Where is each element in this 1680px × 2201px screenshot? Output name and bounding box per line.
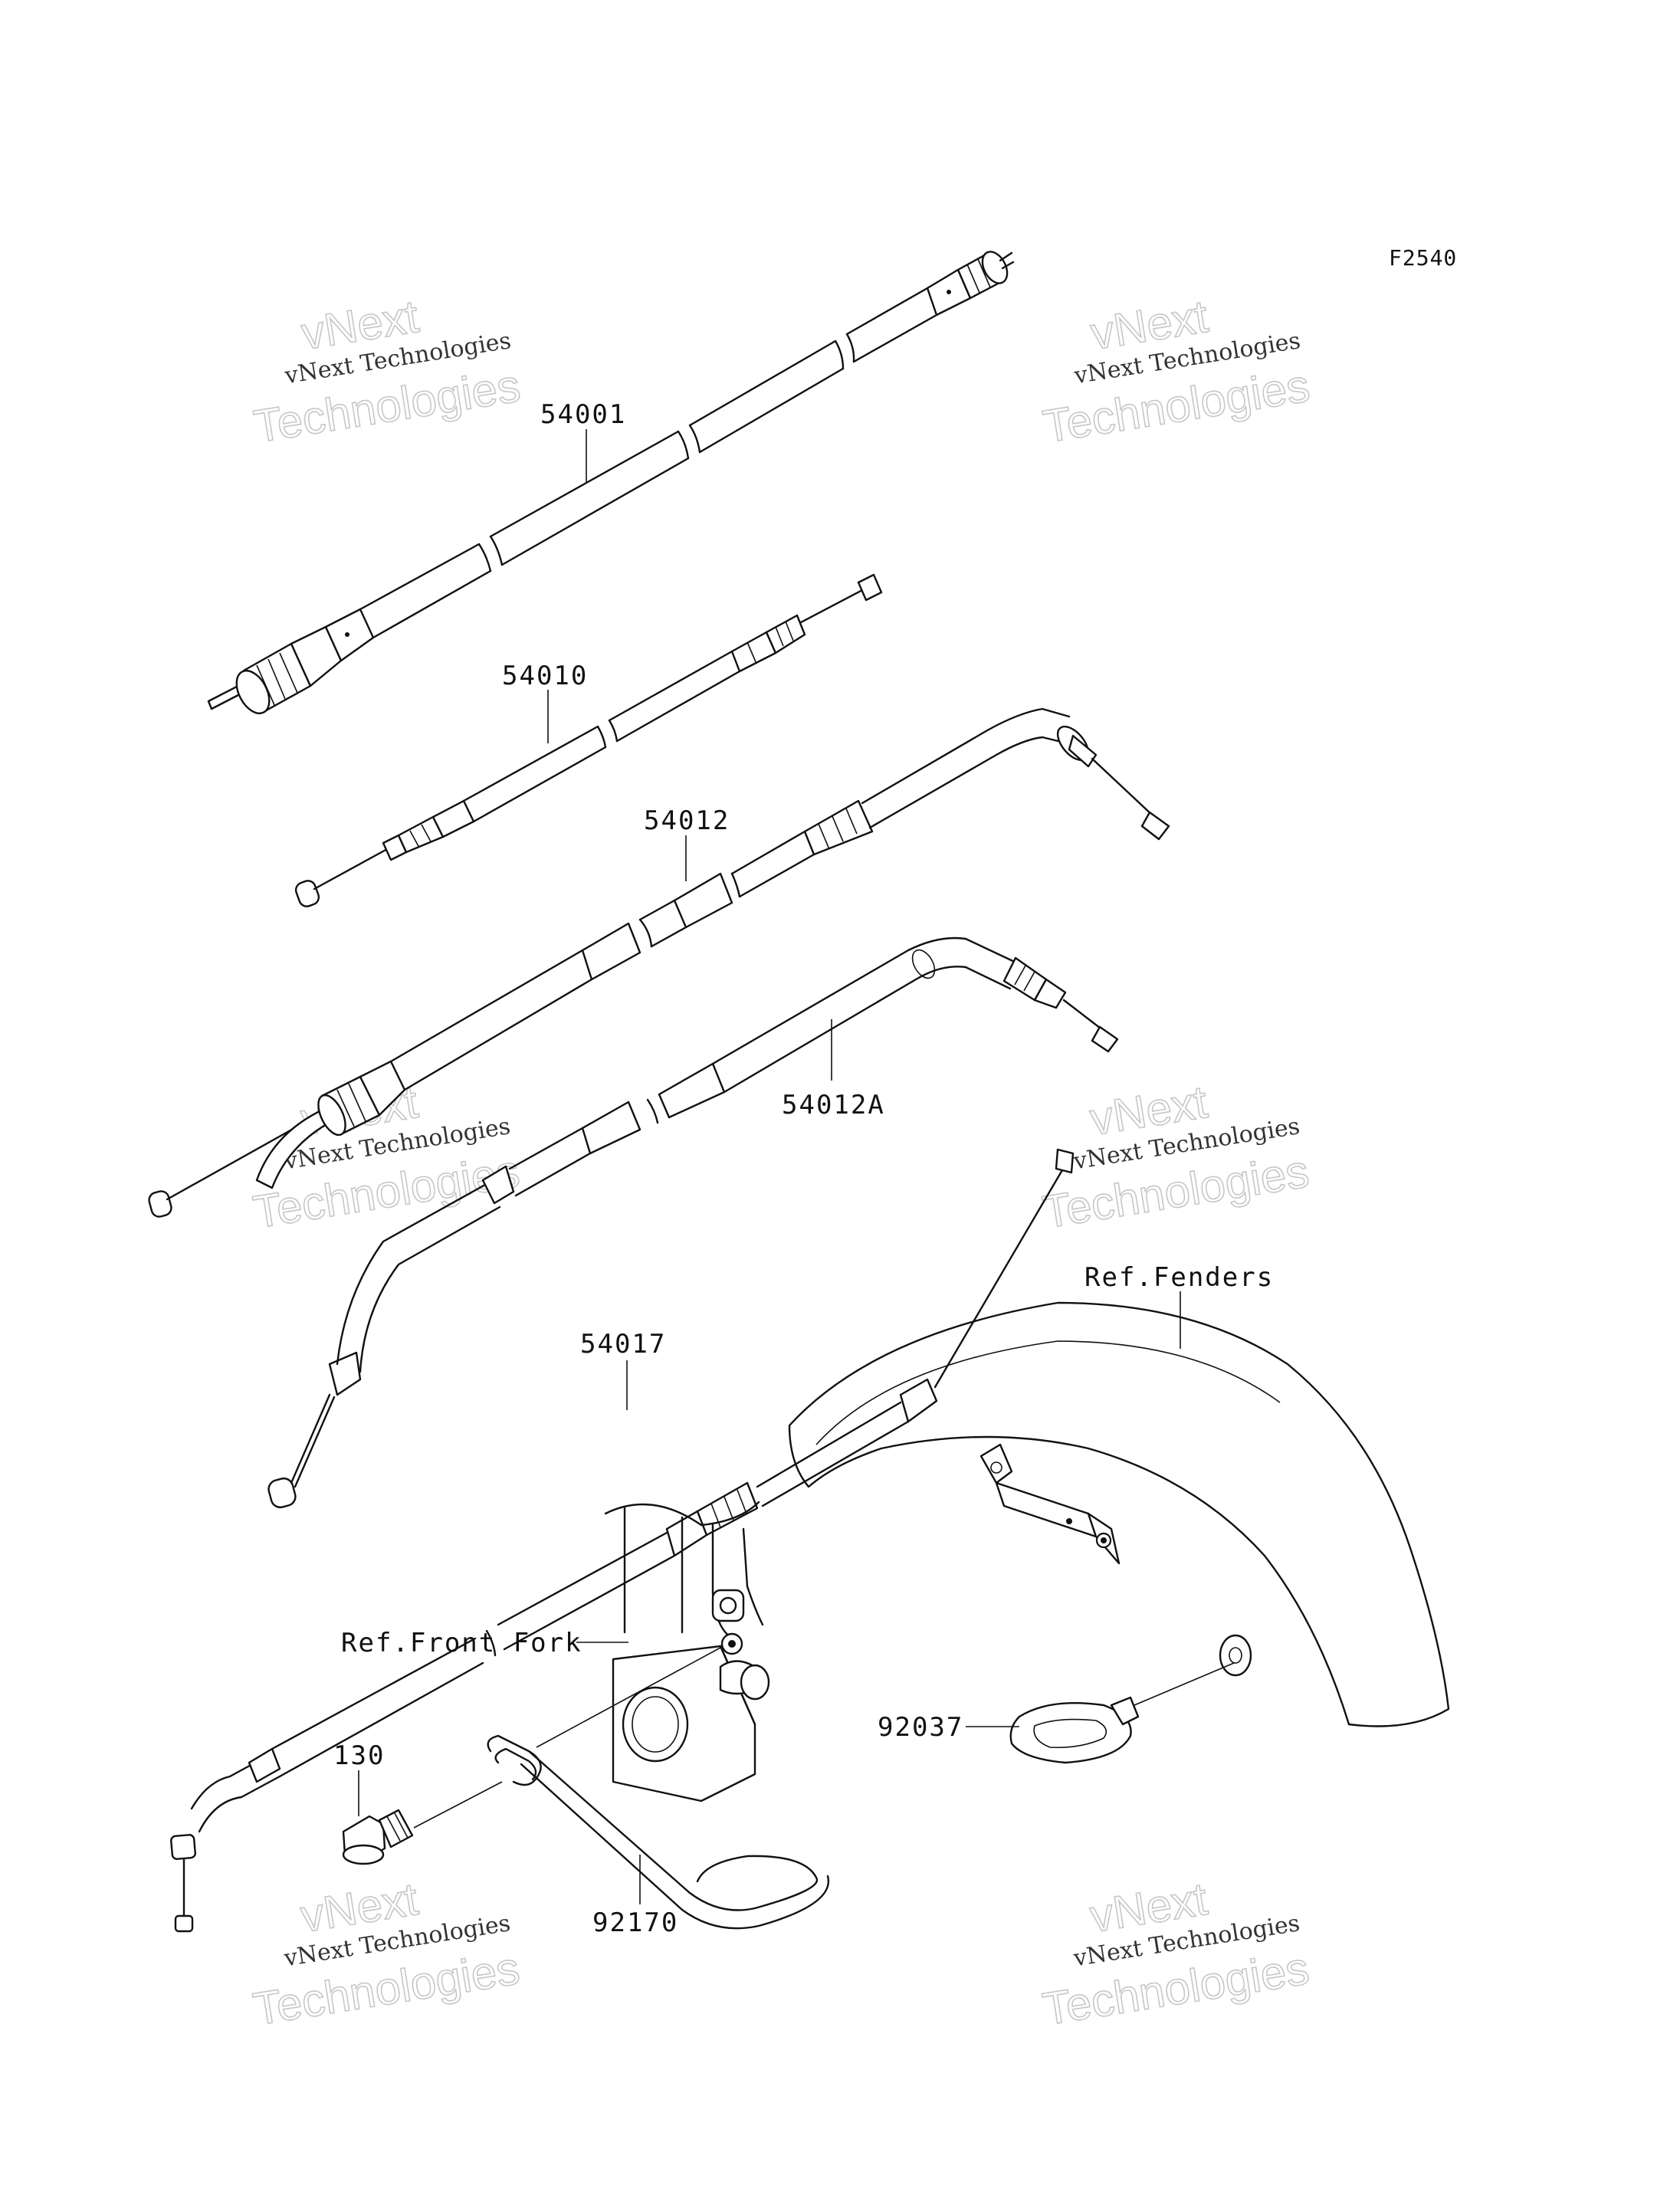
part-label-130: 130: [333, 1740, 385, 1771]
leader-54012: 54012: [644, 805, 730, 881]
leader-92170: 92170: [592, 1855, 678, 1938]
leader-fenders: Ref.Fenders: [1084, 1262, 1274, 1349]
cable-54012[interactable]: [147, 707, 1170, 1219]
part-label-54010: 54010: [502, 661, 588, 691]
cable-54010[interactable]: [294, 573, 883, 908]
part-label-54012: 54012: [644, 805, 730, 836]
watermark-middle-right: vNext vNext Technologies Technologies: [1039, 1075, 1313, 1238]
part-label-54012a: 54012A: [782, 1090, 885, 1120]
bolt-130: [342, 1781, 503, 1865]
figure-code: F2540: [1389, 245, 1457, 271]
watermark-top-right: vNext vNext Technologies Technologies: [1039, 290, 1314, 453]
leader-front-fork: Ref.Front Fork: [341, 1628, 628, 1658]
cable-54001[interactable]: [207, 248, 1015, 719]
leader-54001: 54001: [540, 399, 626, 483]
leader-130: 130: [333, 1740, 385, 1816]
cable-54017[interactable]: [170, 1148, 1075, 1933]
watermark-bottom-right: vNext vNext Technologies Technologies: [1039, 1872, 1313, 2035]
cable-54012a[interactable]: [267, 936, 1119, 1510]
part-label-54001: 54001: [540, 399, 626, 430]
grommet-92037: [1009, 1662, 1235, 1764]
part-label-92037: 92037: [878, 1712, 963, 1743]
leader-54012a: 54012A: [782, 1019, 885, 1120]
front-fork: [604, 1501, 770, 1802]
part-label-54017: 54017: [580, 1329, 666, 1360]
clamp-92170: [487, 1647, 830, 1930]
watermark-bottom-left: vNext vNext Technologies Technologies: [249, 1872, 523, 2035]
ref-label-front-fork: Ref.Front Fork: [341, 1628, 582, 1658]
leader-54010: 54010: [502, 661, 588, 743]
watermark-middle-left: vNext vNext Technologies Technologies: [249, 1075, 523, 1238]
leader-54017: 54017: [580, 1329, 666, 1410]
part-label-92170: 92170: [592, 1907, 678, 1938]
leader-92037: 92037: [878, 1712, 1019, 1743]
ref-label-fenders: Ref.Fenders: [1084, 1262, 1274, 1293]
front-fender: [788, 1301, 1450, 1727]
watermark-top-left: vNext vNext Technologies Technologies: [250, 290, 524, 453]
